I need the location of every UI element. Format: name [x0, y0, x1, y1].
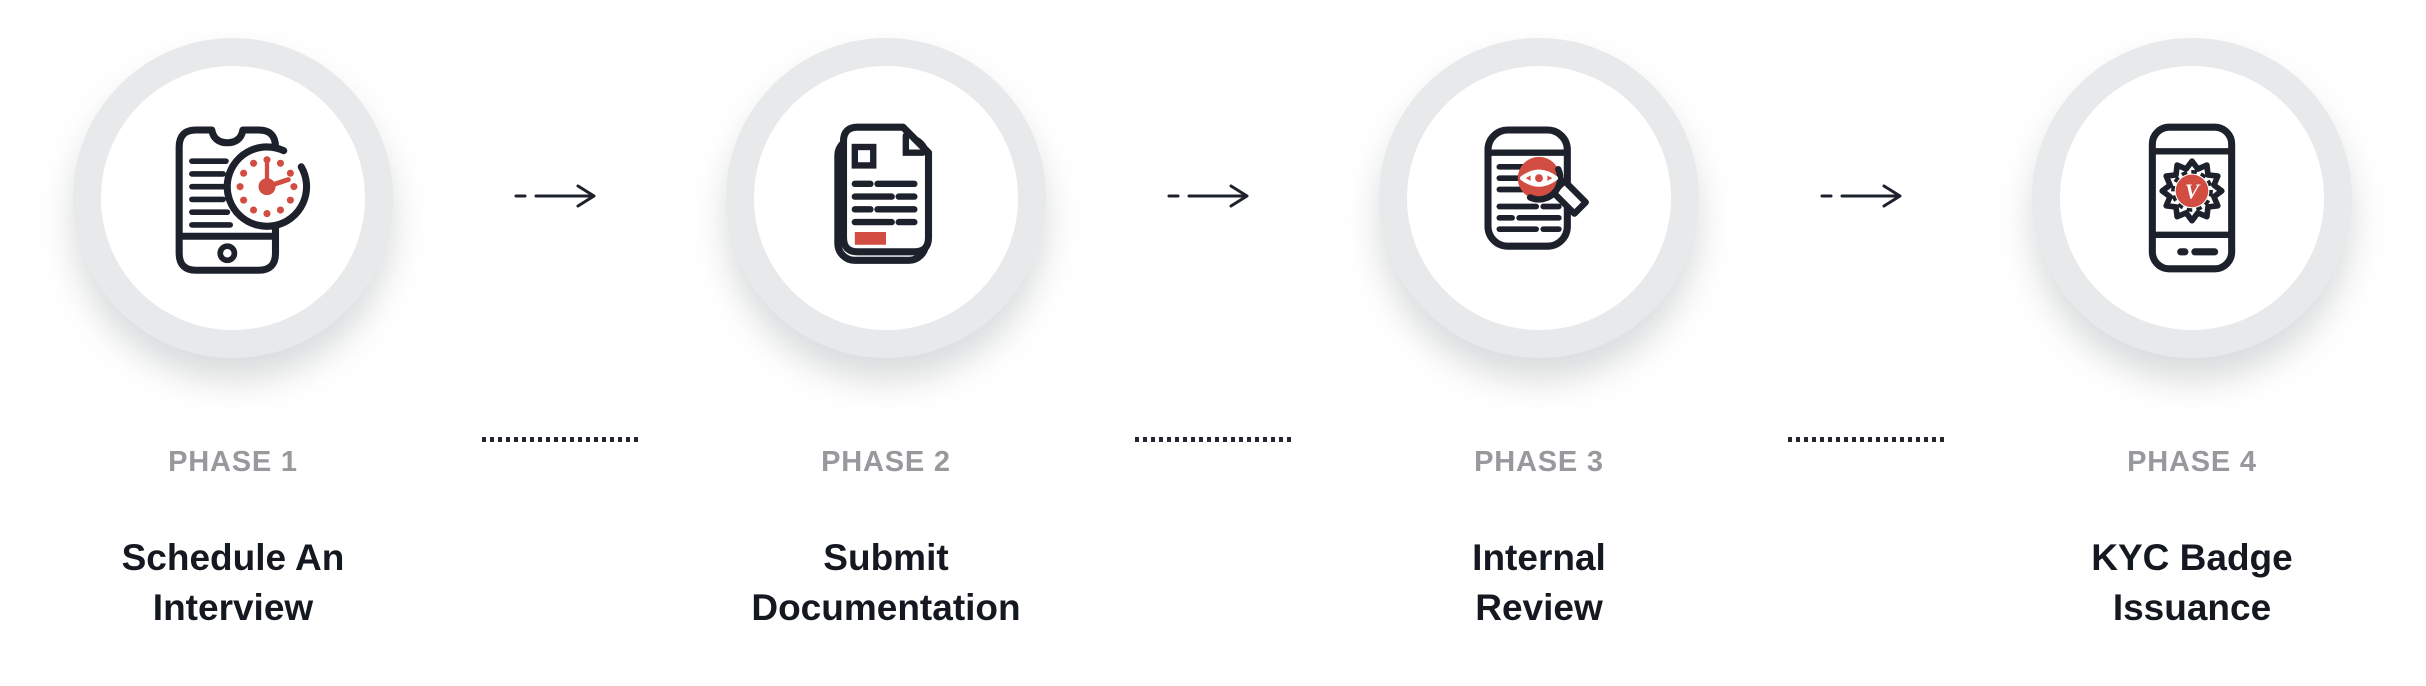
- phase-1-title-line1: Schedule An: [121, 537, 345, 578]
- flow-arrow-icon: [1167, 184, 1249, 208]
- phase-3-title: Internal Review: [1369, 533, 1709, 633]
- phase-3-eyebrow: PHASE 3: [1474, 446, 1604, 478]
- flow-arrow-icon: [1820, 184, 1902, 208]
- phase-step-4: V PHASE 4 KYC Badge Issuance: [2022, 0, 2362, 628]
- flow-arrow-icon: [514, 184, 596, 208]
- phase-1-title-line2: Interview: [152, 587, 314, 628]
- document-search-eye-icon: [1484, 126, 1589, 250]
- dotted-separator: [482, 437, 638, 442]
- phone-clock-icon: [175, 126, 311, 274]
- phase-1-title: Schedule An Interview: [63, 533, 403, 633]
- document-stack-icon: [834, 123, 933, 264]
- phase-4-eyebrow: PHASE 4: [2127, 446, 2257, 478]
- dotted-separator: [1788, 437, 1944, 442]
- phase-4-circle: V: [2032, 38, 2352, 358]
- phase-4-title: KYC Badge Issuance: [2022, 533, 2362, 633]
- dotted-separator: [1135, 437, 1291, 442]
- phase-2-eyebrow: PHASE 2: [821, 446, 951, 478]
- phase-step-3: PHASE 3 Internal Review: [1369, 0, 1709, 628]
- phase-2-title-line2: Documentation: [751, 587, 1021, 628]
- phase-3-circle: [1379, 38, 1699, 358]
- phase-1-circle: [73, 38, 393, 358]
- phase-4-title-line1: KYC Badge: [2091, 537, 2293, 578]
- phase-2-title-line1: Submit: [823, 537, 949, 578]
- phase-2-title: Submit Documentation: [716, 533, 1056, 633]
- phase-step-2: PHASE 2 Submit Documentation: [716, 0, 1056, 628]
- badge-letter: V: [2185, 180, 2201, 204]
- phase-3-title-line1: Internal: [1472, 537, 1606, 578]
- verified-badge-tablet-icon: V: [2148, 123, 2236, 273]
- phase-1-eyebrow: PHASE 1: [168, 446, 298, 478]
- phase-2-circle: [726, 38, 1046, 358]
- phase-3-title-line2: Review: [1475, 587, 1603, 628]
- phase-step-1: PHASE 1 Schedule An Interview: [63, 0, 403, 628]
- phase-4-title-line2: Issuance: [2112, 587, 2272, 628]
